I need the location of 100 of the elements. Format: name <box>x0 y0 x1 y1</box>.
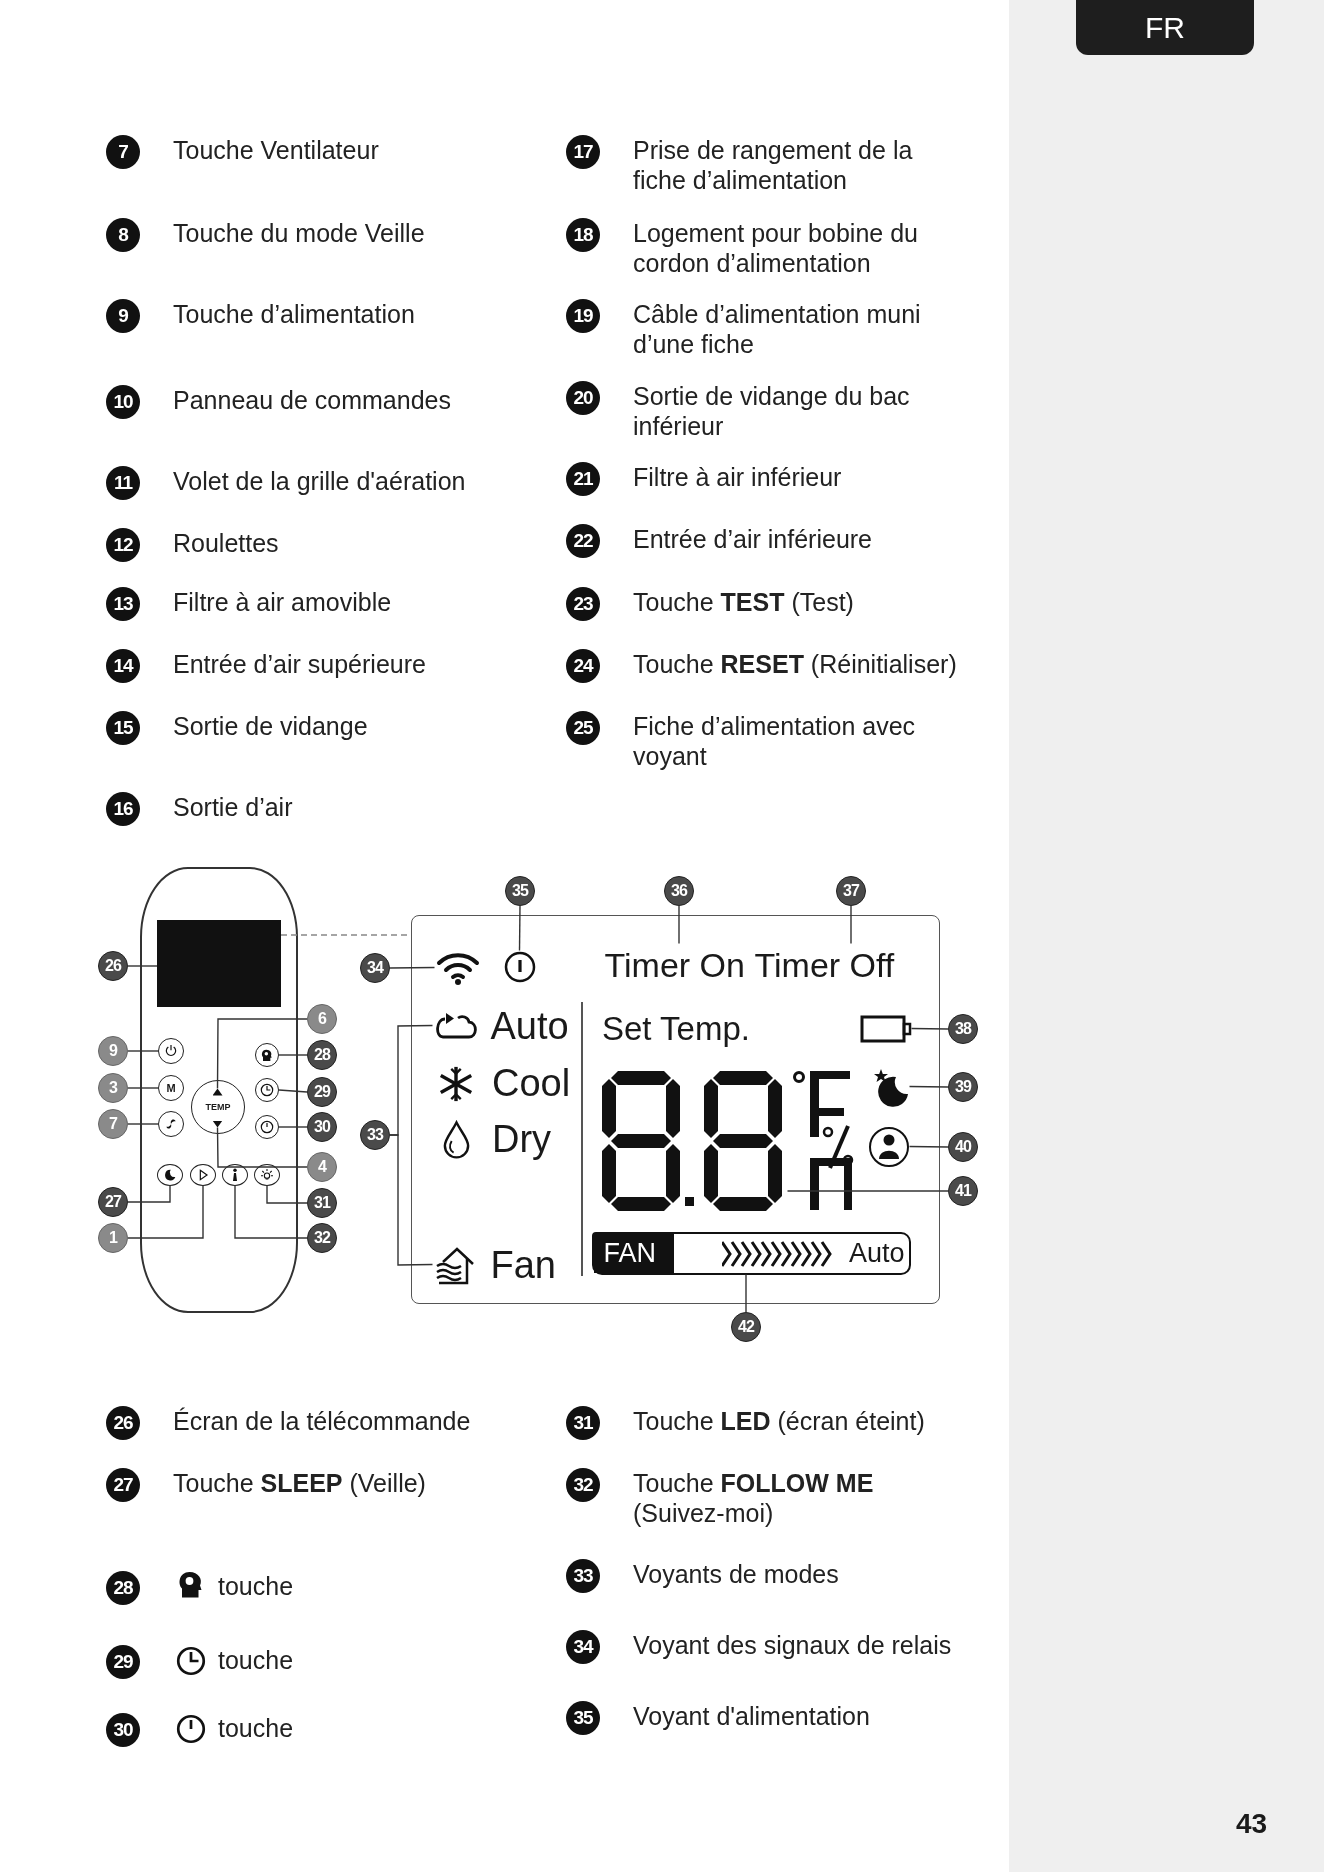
callout-number: 31 <box>566 1406 600 1440</box>
callout-number: 16 <box>106 792 140 826</box>
mode-label: Auto <box>490 1004 569 1047</box>
leader-line <box>910 1027 949 1030</box>
callout-number: 18 <box>566 218 600 252</box>
callout-number: 11 <box>106 466 140 500</box>
item-description: Voyant des signaux de relais <box>633 1630 953 1660</box>
callout-number: 35 <box>505 876 535 906</box>
item-description: Prise de rangement de la fiche d’alimentation <box>633 135 914 195</box>
callout-number: 34 <box>566 1630 600 1664</box>
item-description: Voyant d'alimentation <box>633 1701 871 1731</box>
leader-line <box>850 905 852 945</box>
callout-number: 29 <box>307 1077 337 1107</box>
callout-number: 4 <box>307 1152 337 1182</box>
callout-number: 34 <box>360 953 390 983</box>
item-description: Touche LED (écran éteint) <box>633 1406 926 1436</box>
callout-number: 33 <box>566 1559 600 1593</box>
callout-number: 15 <box>106 711 140 745</box>
item-description: touche <box>218 1713 295 1743</box>
leader-line <box>216 1018 308 1090</box>
callout-number: 26 <box>106 1406 140 1440</box>
callout-number: 14 <box>106 649 140 683</box>
leader-line <box>678 905 680 945</box>
item-description: Panneau de commandes <box>173 385 452 415</box>
callout-number: 30 <box>106 1713 140 1747</box>
callout-number: 1 <box>98 1223 128 1253</box>
item-description: Écran de la télécommande <box>173 1406 472 1436</box>
item-description: Logement pour bobine du cordon d’alimentation <box>633 218 919 278</box>
leader-line <box>278 1126 308 1128</box>
power-indicator-icon <box>503 950 536 983</box>
remote-outline <box>140 867 298 1313</box>
item-description: Voyants de modes <box>633 1559 840 1589</box>
leader-line <box>278 1089 308 1093</box>
callout-number: 7 <box>98 1109 128 1139</box>
led-button <box>254 1164 280 1186</box>
callout-number: 20 <box>566 381 600 415</box>
fan-label: FAN <box>593 1233 674 1273</box>
timer-label: Timer Off <box>754 943 915 986</box>
callout-number: 9 <box>106 299 140 333</box>
fan-button <box>158 1111 184 1137</box>
item-description: Touche RESET (Réinitialiser) <box>633 649 958 679</box>
callout-number: 9 <box>98 1036 128 1066</box>
callout-number: 27 <box>106 1468 140 1502</box>
item-description: Filtre à air inférieur <box>633 462 843 492</box>
leader-line <box>518 905 521 952</box>
callout-number: 40 <box>948 1132 978 1162</box>
callout-number: 31 <box>307 1188 337 1218</box>
callout-number: 42 <box>731 1312 761 1342</box>
battery-icon <box>859 1014 912 1043</box>
item-description: Sortie d’air <box>173 792 294 822</box>
callout-number: 17 <box>566 135 600 169</box>
item-description: Sortie de vidange <box>173 711 369 741</box>
swing-button <box>190 1164 216 1186</box>
leader-line <box>127 965 158 967</box>
mode-button: M <box>158 1075 184 1101</box>
item-description: Sortie de vidange du bac inférieur <box>633 381 911 441</box>
power-button <box>158 1038 184 1064</box>
leader-line <box>127 1087 159 1089</box>
leader-line <box>786 1190 949 1192</box>
leader-line <box>908 1145 949 1148</box>
temp-button: TEMP <box>191 1080 245 1134</box>
callout-number: 25 <box>566 711 600 745</box>
item-description: Touche du mode Veille <box>173 218 426 248</box>
item-description: Filtre à air amovible <box>173 587 393 617</box>
callout-number: 13 <box>106 587 140 621</box>
item-description: Touche FOLLOW ME (Suivez-moi) <box>633 1468 875 1528</box>
fan-speed-bar <box>591 1231 911 1275</box>
callout-number: 3 <box>98 1073 128 1103</box>
leader-line <box>389 1134 434 1266</box>
leader-line <box>127 1050 159 1052</box>
mode-label: Cool <box>492 1061 571 1105</box>
leader-line <box>266 1185 308 1204</box>
callout-number: 29 <box>106 1645 140 1679</box>
item-description: touche <box>218 1645 295 1675</box>
timer-label: Timer On <box>604 943 755 986</box>
callout-number: 19 <box>566 299 600 333</box>
callout-number: 39 <box>948 1072 978 1102</box>
display-panel <box>411 915 940 1304</box>
leader-line <box>127 1185 171 1203</box>
remote-screen <box>157 920 281 1007</box>
sleep-button <box>157 1164 183 1186</box>
callout-number: 28 <box>106 1571 140 1605</box>
callout-number: 35 <box>566 1701 600 1735</box>
fan-auto-label: Auto <box>848 1236 905 1270</box>
callout-number: 27 <box>98 1187 128 1217</box>
callout-number: 32 <box>307 1223 337 1253</box>
callout-number: 26 <box>98 951 128 981</box>
callout-number: 10 <box>106 385 140 419</box>
callout-number: 6 <box>307 1004 337 1034</box>
callout-number: 33 <box>360 1120 390 1150</box>
leader-line <box>278 1054 308 1056</box>
callout-number: 22 <box>566 524 600 558</box>
callout-number: 37 <box>836 876 866 906</box>
leader-line <box>127 1123 159 1125</box>
callout-number: 30 <box>307 1112 337 1142</box>
callout-number: 41 <box>948 1176 978 1206</box>
set-temp-label: Set Temp. <box>602 1009 750 1049</box>
page-number: 43 <box>1236 1808 1268 1840</box>
callout-number: 28 <box>307 1040 337 1070</box>
item-description: Roulettes <box>173 528 280 558</box>
